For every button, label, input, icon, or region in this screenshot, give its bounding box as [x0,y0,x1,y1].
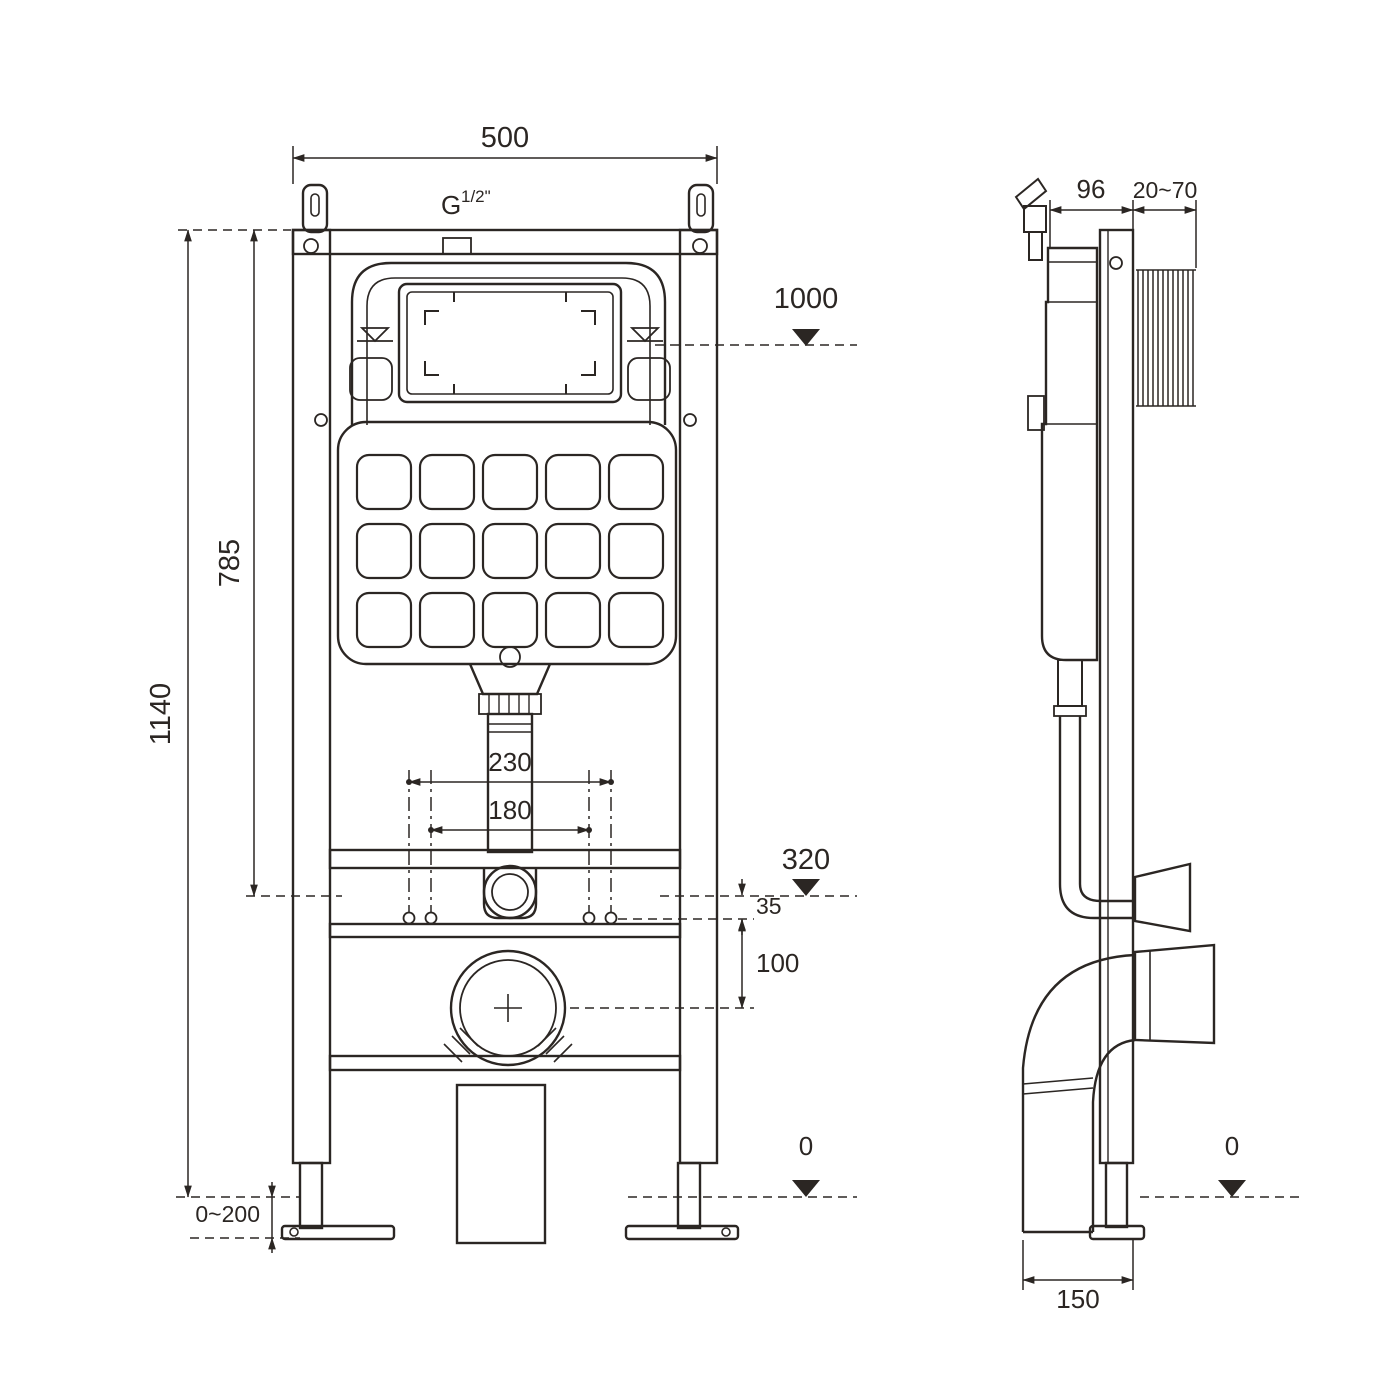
dim-wall-clearance-label: 20~70 [1133,177,1198,203]
cistern-side-profile [1027,246,1099,662]
water-inlet-valve [1014,177,1048,261]
level-0-side-label: 0 [1225,1131,1239,1161]
flush-bend [1053,659,1192,933]
corner-mark [424,310,439,325]
cross-rails [328,848,682,1072]
dim-96-label: 96 [1077,174,1106,204]
level-markers [792,329,1246,1197]
level-320-label: 320 [782,844,830,876]
level-triangle-320 [792,879,820,896]
foot-right [676,1161,702,1230]
foot-left [298,1161,324,1230]
cistern-tank [336,261,678,668]
dim-230-label: 230 [488,747,531,777]
adjustable-feet [280,1161,740,1241]
drain-elbow [1021,953,1136,1232]
screw-hole [683,413,697,427]
dim-35-label: 35 [756,893,782,919]
level-1000-label: 1000 [774,283,839,315]
bowl-inlet-cone [1133,862,1192,933]
side-view [1014,177,1216,1241]
labels: 500 G 1/2" 1140 785 0~200 230 180 1000 3… [145,122,1239,1314]
construction-lines [176,229,1302,1239]
dimensions [184,146,1197,1290]
water-supply-fitting [442,237,472,255]
clamp-hatching [443,1027,573,1063]
corner-mark [581,310,596,325]
bowl-inlet [482,864,538,920]
fixing-bolt-holes [402,911,618,925]
screw-hole [692,238,708,254]
screw-hole [303,238,319,254]
water-level-mark-right [629,327,661,343]
front-view [280,183,740,1245]
dim-150-label: 150 [1056,1284,1099,1314]
foot-side [1088,1161,1146,1241]
drain-socket [1133,943,1216,1045]
mounting-tab-left [301,183,329,234]
corner-mark [581,361,596,376]
dim-500-label: 500 [481,122,529,154]
dim-1140-label: 1140 [145,683,177,745]
level-triangle-1000 [792,329,820,346]
flush-plate-window [397,282,623,404]
dim-leg-adjust-label: 0~200 [195,1201,260,1227]
drain-outlet-circle [443,949,573,1067]
corner-mark [424,361,439,376]
wall-rail [1098,228,1135,1165]
drain-pipe [455,1083,547,1245]
water-level-mark-left [359,327,391,343]
drain-assembly [1021,943,1216,1234]
dim-785-label: 785 [214,539,246,587]
thread-g-label: G [441,190,461,220]
screw-hole [314,413,328,427]
level-triangle-0-side [1218,1180,1246,1197]
dim-100-label: 100 [756,948,799,978]
flush-pipe [486,712,534,854]
mounting-tab-right [687,183,715,234]
thread-size-label: 1/2" [461,187,491,206]
level-triangle-0-front [792,1180,820,1197]
threaded-rod [1136,269,1196,407]
level-0-front-label: 0 [799,1131,813,1161]
dim-180-label: 180 [488,795,531,825]
flush-valve-grid [355,453,665,649]
